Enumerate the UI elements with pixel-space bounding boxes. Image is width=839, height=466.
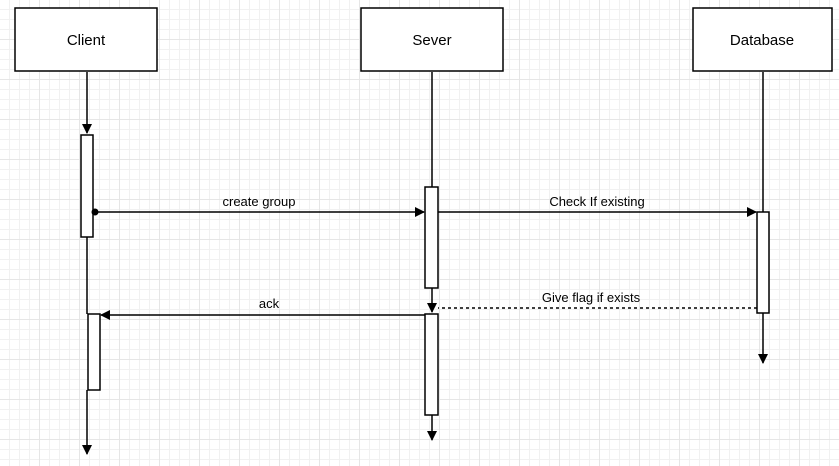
messages: [91, 207, 757, 320]
message-check-existing-label: Check If existing: [549, 194, 644, 209]
participant-server-box[interactable]: [360, 7, 504, 72]
message-give-flag-label: Give flag if exists: [542, 290, 641, 305]
participant-client-label: Client: [67, 32, 106, 49]
message-labels: create group Check If existing Give flag…: [223, 194, 645, 311]
client-activation-1[interactable]: [80, 134, 94, 238]
participant-database-label: Database: [730, 32, 794, 49]
message-create-group-label: create group: [223, 194, 296, 209]
server-activation-2[interactable]: [424, 313, 439, 416]
database-activation[interactable]: [756, 211, 770, 314]
participant-database-box[interactable]: [692, 7, 833, 72]
participant-client[interactable]: Client: [14, 7, 158, 72]
participant-server[interactable]: Sever: [360, 7, 504, 72]
lifelines: [82, 72, 768, 455]
participant-database[interactable]: Database: [692, 7, 833, 72]
activation-bars: [80, 134, 770, 416]
client-activation-2[interactable]: [87, 313, 101, 391]
participant-server-label: Sever: [412, 32, 451, 49]
server-activation-1[interactable]: [424, 186, 439, 289]
message-ack-label: ack: [259, 296, 280, 311]
participant-client-box[interactable]: [14, 7, 158, 72]
